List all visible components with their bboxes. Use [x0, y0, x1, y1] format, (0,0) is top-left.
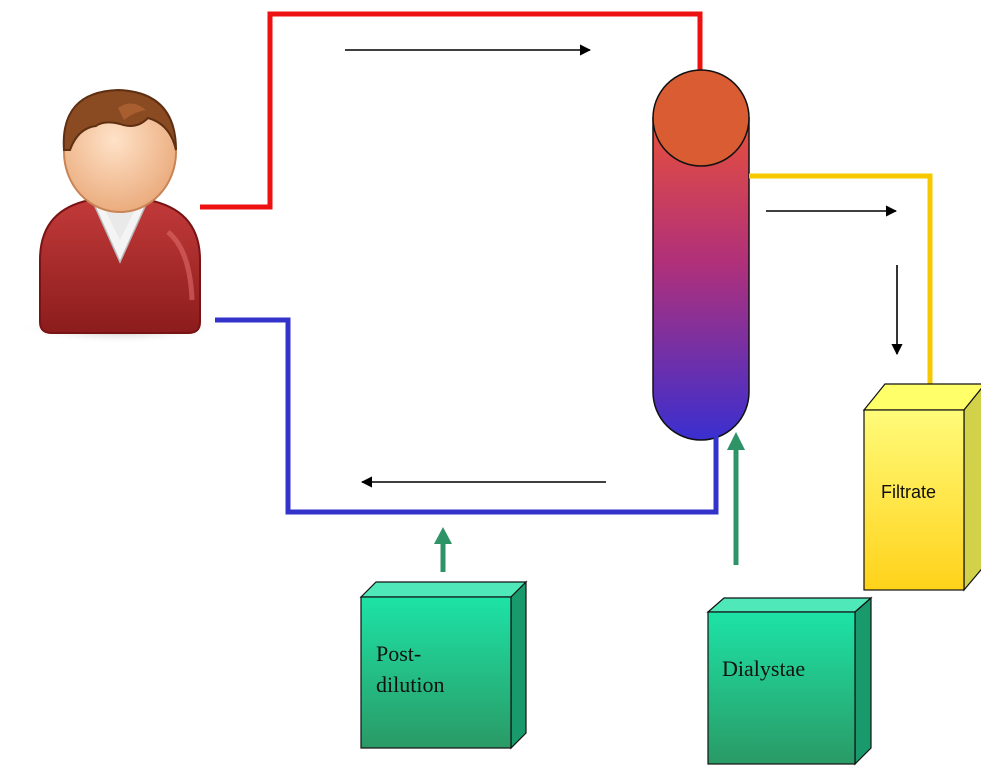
- patient-avatar-icon: [18, 88, 218, 344]
- dialysate-label: Dialystae: [722, 656, 805, 681]
- filtrate-line: [749, 173, 933, 392]
- dialyzer-filter: [652, 69, 750, 441]
- arterial-line: [200, 11, 703, 210]
- dialysate-box: Dialystae: [706, 596, 873, 766]
- dialysate-arrow: [727, 432, 745, 565]
- filtrate-label: Filtrate: [881, 482, 936, 502]
- filtrate-box: Filtrate: [862, 383, 981, 592]
- post-dilution-arrow: [434, 527, 452, 572]
- post-dilution-label-line1: Post-: [376, 641, 421, 666]
- post-dilution-label-line2: dilution: [376, 672, 444, 697]
- venous-line: [215, 317, 719, 515]
- post-dilution-box: Post- dilution: [359, 580, 528, 750]
